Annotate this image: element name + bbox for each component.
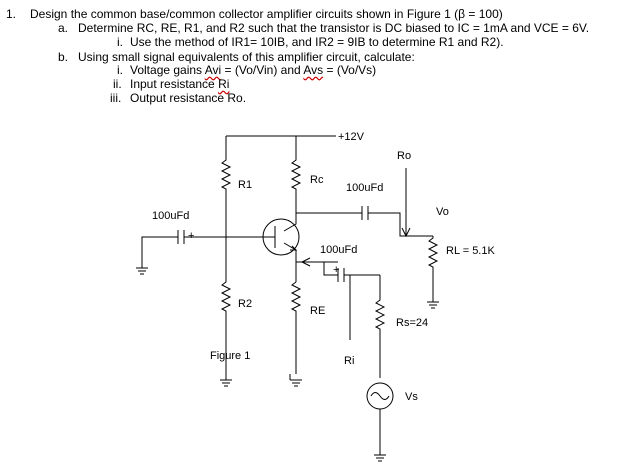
- ro-label: Ro: [397, 150, 412, 162]
- rl-label: RL = 5.1K: [446, 245, 495, 257]
- r2-label: R2: [238, 298, 253, 310]
- input-capacitor: [177, 230, 185, 244]
- part-b-text: Using small signal equivalents of this a…: [78, 50, 415, 64]
- avs-term: Avs: [303, 63, 324, 77]
- part-b-ii-text: Input resistance Ri: [130, 78, 229, 91]
- part-b-iii-marker: iii.: [110, 91, 122, 105]
- part-b-ii-marker: ii.: [113, 77, 122, 91]
- supply-label: +12V: [338, 131, 364, 143]
- re-label: RE: [310, 305, 326, 317]
- part-b-i-marker: i.: [117, 63, 123, 77]
- question-1-text: Design the common base/common collector …: [30, 7, 503, 21]
- rs-label: Rs=24: [396, 317, 429, 329]
- ri-term: Ri: [218, 77, 230, 91]
- question-1-number: 1.: [6, 7, 17, 21]
- re-resistor: [290, 281, 302, 374]
- part-a-text: Determine RC, RE, R1, and R2 such that t…: [78, 21, 590, 35]
- input-resistance-prefix: Input resistance: [130, 77, 219, 91]
- voltage-gains-middle: = (Vo/Vin) and: [221, 63, 304, 77]
- collector-lead: [283, 213, 297, 232]
- r2-resistor: [220, 236, 232, 374]
- part-b-iii-text: Output resistance Ro.: [130, 91, 247, 105]
- cap-in-label: 100uFd: [152, 210, 190, 222]
- vo-label: Vo: [436, 206, 449, 218]
- ri-label: Ri: [344, 355, 355, 367]
- cap-in-plus: +: [188, 230, 195, 242]
- vs-label: Vs: [405, 391, 418, 403]
- part-a-i-text: Use the method of IR1= 10IB, and IR2 = 9…: [130, 35, 504, 49]
- rc-resistor: [290, 136, 302, 213]
- part-b-i-text: Voltage gains Avi = (Vo/Vin) and Avs = (…: [130, 64, 376, 77]
- part-a-i-marker: i.: [117, 35, 123, 49]
- cap-out-label: 100uFd: [346, 182, 384, 194]
- rc-label: Rc: [310, 174, 324, 186]
- voltage-gains-prefix: Voltage gains: [130, 63, 205, 77]
- voltage-gains-suffix: = (Vo/Vs): [323, 63, 377, 77]
- r1-resistor: [220, 136, 232, 236]
- output-capacitor: [361, 206, 369, 220]
- avi-term: Avi: [204, 63, 222, 77]
- part-a-marker: a.: [58, 21, 69, 35]
- cap-emitter-plus: +: [333, 264, 340, 276]
- cap-emitter-label: 100uFd: [320, 244, 358, 256]
- r1-label: R1: [238, 179, 253, 191]
- part-b-marker: b.: [58, 50, 69, 64]
- figure-caption: Figure 1: [210, 350, 251, 362]
- rl-resistor: [427, 236, 439, 296]
- rs-resistor: [374, 275, 386, 378]
